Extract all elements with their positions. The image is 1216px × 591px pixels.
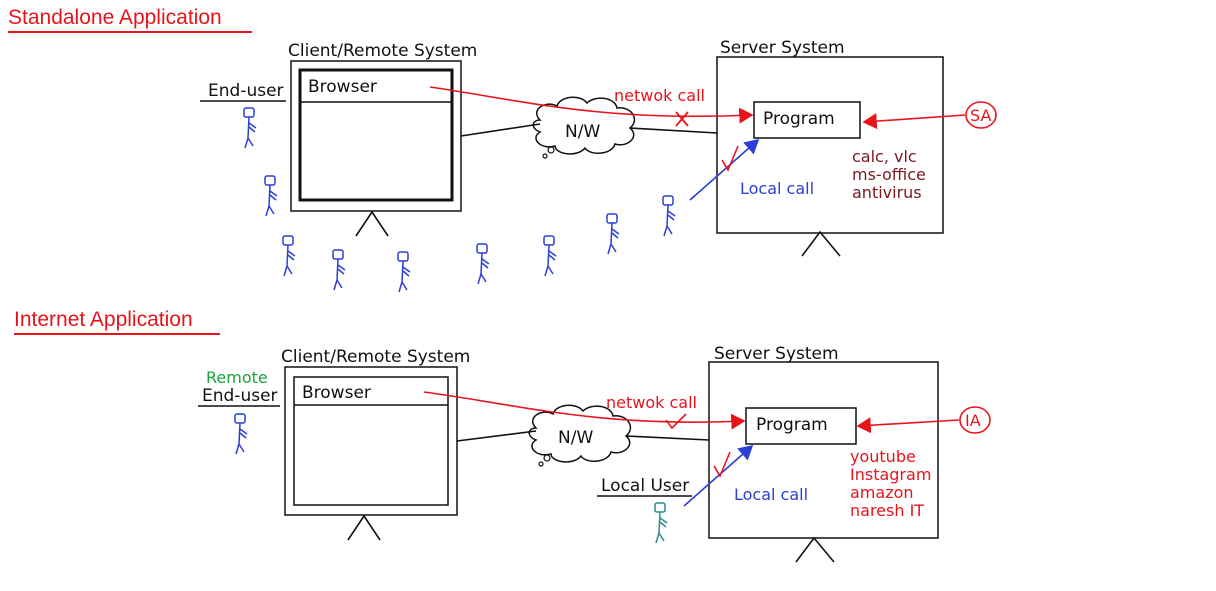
internet-client-label: Client/Remote System (281, 347, 470, 367)
standalone-cloud-bubble-1 (547, 146, 555, 154)
internet-section: Internet Application Client/Remote Syste… (14, 308, 991, 563)
standalone-cloud-bubble-2 (542, 153, 548, 159)
internet-network-label: N/W (558, 428, 593, 448)
internet-local-user-label: Local User (601, 476, 689, 496)
internet-app-list: youtube Instagram amazon naresh IT (850, 447, 931, 520)
standalone-app-item: calc, vlc (852, 147, 917, 166)
standalone-server-stand (801, 230, 841, 257)
stick-figure-icon (234, 413, 248, 455)
internet-client-stand (347, 514, 381, 541)
standalone-sa-badge (965, 101, 997, 129)
internet-users (234, 413, 668, 544)
internet-local-call-label: Local call (734, 485, 808, 504)
standalone-browser-label: Browser (308, 77, 377, 97)
standalone-program-box (753, 101, 861, 139)
standalone-program-label: Program (763, 109, 835, 129)
internet-server-frame (708, 361, 939, 539)
internet-network-cloud (528, 404, 632, 463)
stick-figure-icon (282, 235, 296, 277)
internet-client-screen (293, 376, 449, 506)
standalone-client-stand (355, 210, 389, 237)
stick-figure-icon (543, 235, 557, 277)
stick-figure-icon (243, 107, 257, 149)
standalone-client-label: Client/Remote System (288, 41, 477, 61)
stick-figure-icon (264, 175, 278, 217)
standalone-network-label: N/W (565, 122, 600, 142)
stick-figure-icon (332, 249, 346, 291)
internet-browser-label: Browser (302, 383, 371, 403)
internet-cloud-bubble-1 (543, 454, 551, 462)
internet-server-stand (795, 536, 835, 563)
internet-app-item: amazon (850, 483, 914, 502)
internet-ia-arrow (856, 417, 960, 434)
internet-network-call-arrow (423, 391, 746, 430)
standalone-client-wire (460, 123, 541, 137)
stick-figure-icon (476, 243, 490, 285)
standalone-users (243, 107, 676, 293)
standalone-network-call-label: netwok call (614, 86, 705, 105)
internet-remote-label: Remote (206, 368, 268, 387)
internet-ia-badge (959, 406, 991, 434)
stick-figure-icon (606, 213, 620, 255)
standalone-section: Standalone Application Client/Remote Sys… (8, 6, 997, 293)
internet-allowed-check (665, 413, 687, 430)
standalone-network-cloud (532, 96, 636, 155)
internet-ia-badge-label: IA (965, 411, 981, 430)
standalone-app-item: antivirus (852, 183, 922, 202)
standalone-local-call-arrow (689, 138, 760, 201)
standalone-server-wire (629, 127, 718, 134)
standalone-client-screen (298, 68, 454, 202)
internet-network-call-label: netwok call (606, 393, 697, 412)
internet-client-wire (456, 430, 537, 442)
standalone-app-list: calc, vlc ms-office antivirus (852, 147, 926, 202)
standalone-heading: Standalone Application (8, 6, 222, 29)
internet-cloud-bubble-2 (538, 461, 544, 467)
internet-program-label: Program (756, 415, 828, 435)
standalone-local-check (721, 145, 739, 172)
standalone-network-call-arrow (429, 86, 754, 124)
standalone-local-call-label: Local call (740, 179, 814, 198)
standalone-sa-badge-label: SA (970, 106, 991, 125)
internet-heading: Internet Application (14, 308, 193, 331)
internet-app-item: youtube (850, 447, 916, 466)
standalone-server-label: Server System (720, 38, 845, 58)
standalone-server-frame (716, 56, 944, 234)
standalone-blocked-cross (675, 111, 689, 127)
internet-program-box (745, 407, 857, 445)
standalone-sa-arrow (862, 113, 966, 130)
standalone-app-item: ms-office (852, 165, 926, 184)
stick-figure-icon (662, 195, 676, 237)
standalone-end-user-label: End-user (208, 81, 284, 101)
stick-figure-icon (654, 502, 668, 544)
internet-app-item: naresh IT (850, 501, 924, 520)
stick-figure-icon (397, 251, 411, 293)
internet-local-call-arrow (683, 444, 754, 507)
internet-local-check (713, 451, 731, 478)
internet-server-label: Server System (714, 344, 839, 364)
internet-server-wire (625, 435, 710, 441)
internet-end-user-label: End-user (202, 386, 278, 406)
internet-app-item: Instagram (850, 465, 931, 484)
